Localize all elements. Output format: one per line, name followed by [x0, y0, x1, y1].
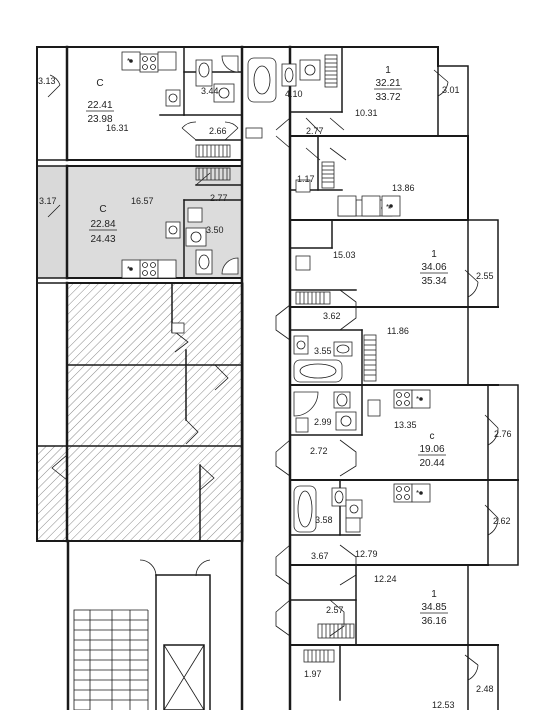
svg-text:*: *: [388, 205, 391, 214]
apartment-label-a2: С 22.84 24.43: [89, 204, 117, 245]
area-a1-room: 16.31: [106, 123, 129, 133]
svg-text:*: *: [416, 489, 419, 498]
hatched-balcony-area: [36, 445, 68, 542]
area-a2-room: 16.57: [131, 196, 154, 206]
area-a5-bath: 2.99: [314, 417, 332, 427]
apartment-total-area: 36.16: [421, 616, 446, 627]
apartment-label-a3: 1 32.21 33.72: [374, 65, 402, 103]
apartment-living-area: 22.41: [87, 100, 112, 111]
apartment-type: 1: [431, 249, 437, 260]
area-a6-kitchen: 12.79: [355, 549, 378, 559]
apartment-label-a4: 1 34.06 35.34: [420, 249, 448, 287]
apartment-living-area: 34.85: [421, 602, 446, 613]
kitchen-counters: [121, 51, 431, 503]
area-a5-hall: 2.72: [310, 446, 328, 456]
area-a3-kitchen: 13.86: [392, 183, 415, 193]
apartment-total-area: 20.44: [419, 458, 444, 469]
area-a4-balcony: 2.55: [476, 271, 494, 281]
radiators: [195, 54, 377, 663]
area-a2-bath: 3.50: [206, 225, 224, 235]
area-a3-bath: 4.10: [285, 89, 303, 99]
area-a4-room: 11.86: [387, 326, 409, 336]
area-a3-hall: 2.77: [306, 126, 324, 136]
highlighted-apartment-balcony: [37, 166, 67, 278]
apartment-label-a6: 1 34.85 36.16: [420, 589, 448, 627]
interior-walls: [66, 46, 363, 701]
svg-text:*: *: [127, 265, 130, 274]
area-a5-balcony: 2.76: [494, 429, 512, 439]
apartment-total-area: 33.72: [375, 92, 400, 103]
area-a6-hall: 3.67: [311, 551, 329, 561]
room-area-labels: 3.13 16.31 3.44 2.66 3.17 16.57 2.77 3.5…: [38, 76, 512, 710]
doors: [47, 69, 499, 681]
stairwell: [73, 609, 149, 710]
area-a7-closet: 1.97: [304, 669, 322, 679]
area-a4-kitchen: 15.03: [333, 250, 356, 260]
area-a4-bath: 3.55: [314, 346, 332, 356]
apartment-label-a5: с 19.06 20.44: [418, 431, 446, 469]
area-a1-hall: 2.66: [209, 126, 227, 136]
apartment-type: с: [430, 431, 435, 442]
area-a3-balcony: 3.01: [442, 85, 460, 95]
area-a6-balcony: 2.62: [493, 516, 511, 526]
hatched-unavailable-area: [66, 282, 244, 542]
apartment-label-a1: С 22.41 23.98: [86, 78, 114, 125]
bathroom-fixtures: [165, 55, 381, 533]
svg-text:*: *: [127, 57, 130, 66]
apartment-total-area: 35.34: [421, 276, 446, 287]
svg-text:*: *: [416, 395, 419, 404]
area-a2-balcony: 3.17: [39, 196, 57, 206]
area-a6-bath: 3.58: [315, 515, 333, 525]
apartment-living-area: 34.06: [421, 262, 446, 273]
svg-text:*: *: [386, 203, 389, 212]
apartment-type: С: [99, 204, 106, 215]
area-a1-bath: 3.44: [201, 86, 219, 96]
apartment-type: 1: [385, 65, 391, 76]
elevator-shaft: [163, 644, 205, 710]
area-a2-hall: 2.77: [210, 193, 228, 203]
apartment-living-area: 22.84: [90, 219, 115, 230]
area-a3-room: 10.31: [355, 108, 378, 118]
apartment-type: С: [96, 78, 103, 89]
area-a3-closet: 1.17: [297, 174, 315, 184]
area-a5-room: 13.35: [394, 420, 417, 430]
apartment-living-area: 32.21: [375, 78, 400, 89]
apartment-living-area: 19.06: [419, 444, 444, 455]
apartment-total-area: 24.43: [90, 234, 115, 245]
area-a7-balcony: 2.48: [476, 684, 494, 694]
kitchen-markers: * * * * * *: [127, 57, 419, 498]
ventilation-shafts: [171, 127, 311, 334]
area-a6-hall2: 2.57: [326, 605, 344, 615]
apartment-total-area: 23.98: [87, 114, 112, 125]
area-a6-room: 12.24: [374, 574, 397, 584]
exterior-walls: [36, 45, 519, 710]
area-a4-hall: 3.62: [323, 311, 341, 321]
area-a7-room: 12.53: [432, 700, 455, 710]
area-a1-balcony: 3.13: [38, 76, 56, 86]
apartment-type: 1: [431, 589, 437, 600]
